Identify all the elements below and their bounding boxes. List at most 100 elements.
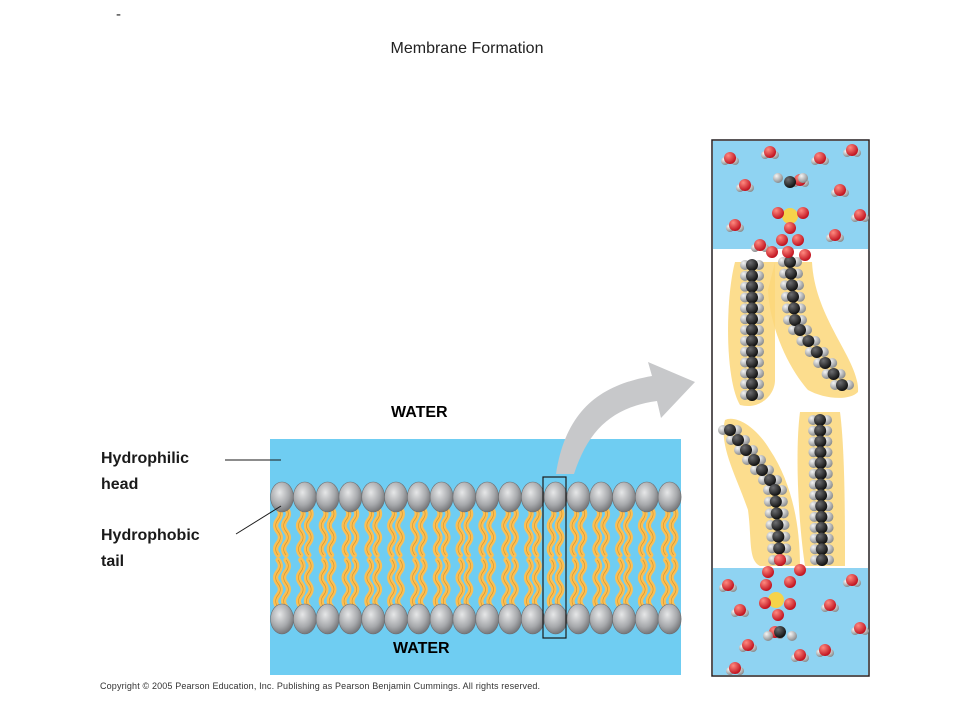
lower-tail-outline: [526, 559, 532, 608]
water-oxygen: [722, 579, 734, 591]
oxygen-atom: [792, 234, 804, 246]
oxygen-atom: [772, 609, 784, 621]
carbon-atom: [746, 302, 758, 315]
hydrophobic-tail-label: Hydrophobic tail: [101, 523, 231, 575]
oxygen-atom: [760, 579, 772, 591]
carbon-atom: [819, 357, 832, 369]
water-oxygen: [729, 219, 741, 231]
hydrophilic-head-top: [498, 481, 522, 513]
hydrophilic-head-top: [543, 481, 568, 513]
bilayer-water: [270, 439, 681, 675]
hydrogen-atom: [773, 173, 783, 183]
tail-leader-line: [235, 505, 282, 535]
carbon-atom: [746, 378, 758, 391]
carbon-atom: [774, 626, 786, 638]
hydrophilic-head-bottom: [452, 603, 477, 635]
upper-tail-outline: [275, 507, 281, 556]
water-oxygen: [734, 604, 746, 616]
selection-box: [542, 476, 567, 639]
upper-tail-outline: [548, 507, 555, 556]
hydrophilic-head-top: [452, 481, 477, 513]
hydrophilic-label-line2: head: [101, 476, 139, 493]
lower-tail-outline: [465, 559, 472, 608]
upper-tail-outline: [397, 507, 403, 556]
water-oxygen: [814, 152, 826, 164]
carbon-atom: [814, 414, 826, 426]
carbon-atom: [770, 507, 783, 520]
upper-tail-outline: [503, 507, 509, 556]
hydrophilic-head-top: [406, 481, 431, 513]
hydrophilic-head-top: [475, 481, 500, 513]
lower-tail-outline: [343, 559, 350, 608]
hydrophilic-head-bottom: [520, 603, 545, 635]
oxygen-atom: [797, 207, 809, 219]
lower-tail-outline: [503, 559, 509, 608]
phosphorus-atom: [782, 208, 798, 224]
carbon-atom: [815, 532, 828, 545]
water-oxygen: [794, 649, 806, 661]
carbon-atom: [814, 424, 827, 437]
upper-tail-outline: [670, 507, 677, 556]
lower-tail-outline: [397, 559, 403, 608]
zoom-arrow: [556, 362, 695, 474]
oxygen-atom: [766, 246, 778, 258]
lower-tail-outline: [594, 559, 600, 608]
carbon-atom: [802, 335, 815, 347]
hydrophilic-head-top: [338, 481, 363, 513]
carbon-atom: [814, 478, 827, 491]
lower-tail-outline: [648, 559, 654, 608]
upper-tail-outline: [534, 507, 540, 556]
hydrophilic-head-bottom: [657, 603, 682, 635]
upper-tail-outline: [442, 507, 449, 556]
upper-tail-outline: [412, 507, 418, 556]
upper-tail-outline: [434, 507, 441, 556]
carbon-atom: [746, 324, 758, 336]
water-oxygen: [829, 229, 841, 241]
carbon-atom: [769, 495, 782, 508]
hydrophilic-head-top: [315, 481, 340, 513]
oxygen-atom: [799, 249, 811, 261]
lower-tail-outline: [548, 559, 555, 608]
upper-tail-outline: [526, 507, 532, 556]
hydrophilic-head-bottom: [589, 603, 614, 635]
carbon-atom: [815, 500, 828, 513]
hydrophilic-head-bottom: [384, 603, 408, 635]
carbon-atom: [815, 489, 828, 502]
slide-dash: -: [116, 6, 121, 23]
carbon-atom: [732, 434, 744, 446]
hydrophilic-head-bottom: [361, 603, 386, 635]
carbon-atom: [746, 367, 758, 380]
carbon-atom: [810, 346, 823, 358]
water-oxygen: [854, 622, 866, 634]
lower-tail-outline: [298, 559, 304, 608]
carbon-atom: [746, 313, 758, 326]
lower-tail-outline: [480, 559, 486, 608]
hydrophilic-head-bottom: [543, 603, 568, 635]
water-oxygen: [854, 209, 866, 221]
lower-tail-outline: [488, 559, 494, 608]
carbon-atom: [785, 267, 797, 280]
hydrophilic-head-bottom: [429, 603, 454, 635]
carbon-atom: [746, 259, 758, 271]
carbon-atom: [746, 280, 758, 293]
lower-tail-outline: [625, 559, 631, 608]
hydrophilic-head-top: [292, 481, 317, 513]
water-oxygen: [742, 639, 754, 651]
lower-tail-outline: [670, 559, 677, 608]
lower-tail-outline: [617, 559, 623, 608]
lipid-bilayer: [270, 481, 682, 635]
water-top-label: WATER: [391, 404, 448, 421]
phosphorus-atom: [768, 592, 784, 608]
upper-tail-outline: [465, 507, 472, 556]
hydrophilic-head-bottom: [475, 603, 500, 635]
hydrogen-atom: [763, 631, 773, 641]
hydrophilic-head-bottom: [270, 603, 294, 635]
lower-tail-outline: [420, 559, 426, 608]
upper-tail-outline: [457, 507, 464, 556]
lower-tail-outline: [662, 559, 669, 608]
upper-tail-outline: [662, 507, 669, 556]
carbon-atom: [746, 389, 758, 401]
upper-tail-outline: [617, 507, 623, 556]
lower-tail-outline: [320, 559, 327, 608]
